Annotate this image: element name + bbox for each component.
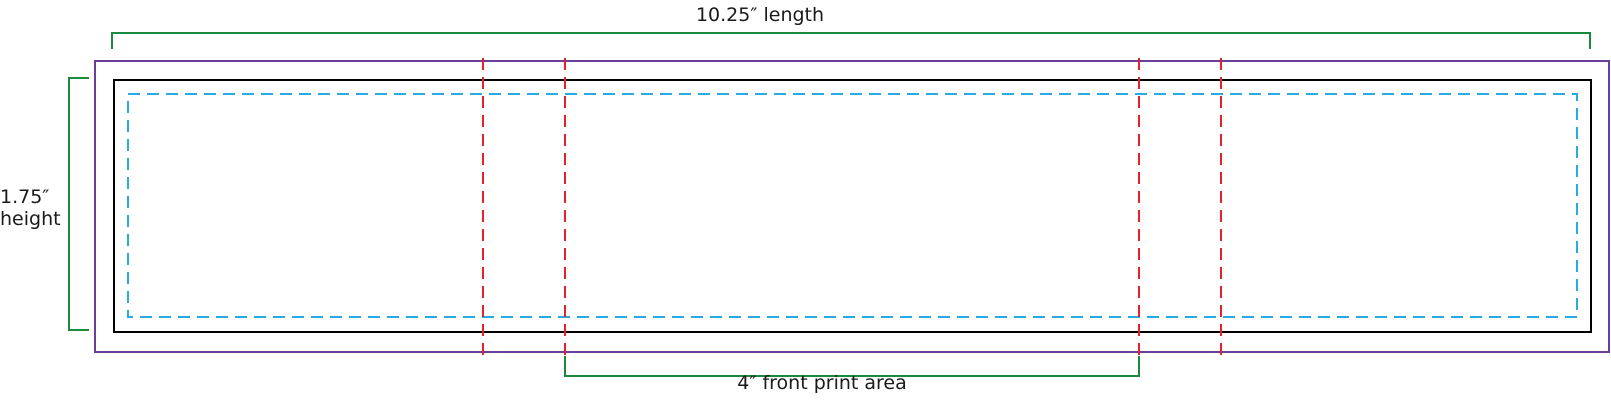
bleed-outline [94, 60, 1610, 353]
height-dimension-label: 1.75″ height [0, 186, 61, 230]
front-print-area-bracket [564, 356, 1140, 377]
safe-area-outline [127, 93, 1578, 318]
height-value: 1.75″ [0, 186, 50, 208]
trim-outline [113, 79, 1592, 333]
length-dimension-label: 10.25″ length [695, 4, 825, 26]
height-word: height [0, 208, 61, 230]
fold-lines [482, 58, 1222, 355]
height-dimension-bracket [68, 77, 89, 331]
length-dimension-bracket [111, 32, 1591, 49]
front-print-area-label: 4″ front print area [737, 372, 907, 394]
